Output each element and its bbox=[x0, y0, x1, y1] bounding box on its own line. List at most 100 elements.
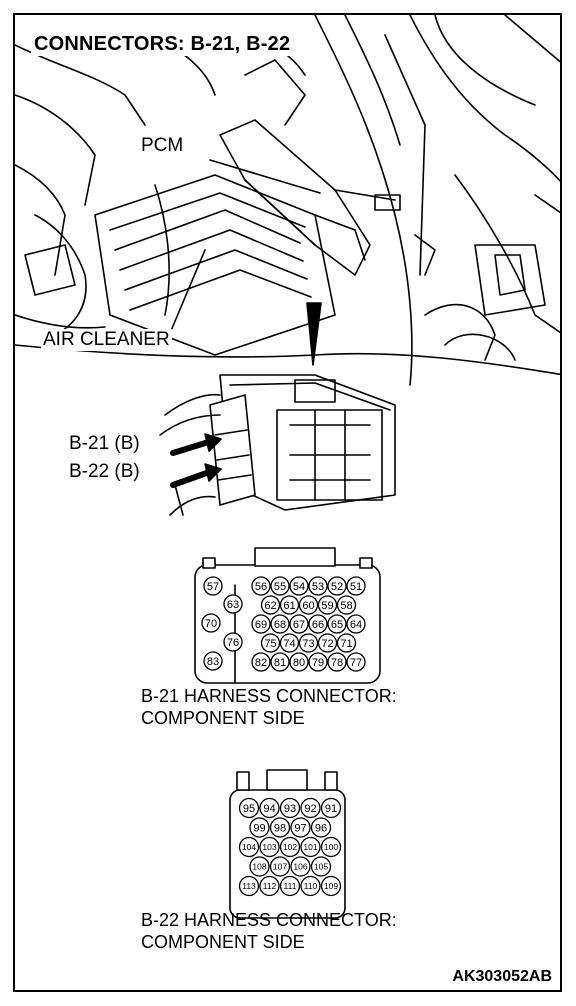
b21-pin-79-label: 79 bbox=[312, 657, 324, 669]
pcm-label: PCM bbox=[139, 135, 186, 157]
b22-pin-109-label: 109 bbox=[324, 881, 338, 891]
b22-pin-95-label: 95 bbox=[243, 803, 255, 815]
b22-pin-109-circle bbox=[320, 875, 342, 897]
b22-pin-102-circle bbox=[279, 836, 301, 858]
b22-pin-113-circle bbox=[238, 875, 260, 897]
b22-pin-110-circle bbox=[300, 875, 321, 897]
b21-pin-71-circle bbox=[336, 633, 357, 653]
b21-pin-57-circle bbox=[203, 576, 223, 596]
b22-pin-91-label: 91 bbox=[325, 803, 337, 815]
b21-pin-60-circle bbox=[298, 595, 319, 615]
b21-caption-line2: COMPONENT SIDE bbox=[141, 708, 305, 728]
b21-pin-63-label: 63 bbox=[227, 599, 239, 611]
b21-pin-76-label: 76 bbox=[227, 637, 239, 649]
b21-pin-51-circle bbox=[346, 576, 366, 596]
b21-pin-72-circle bbox=[317, 633, 338, 653]
b22-pin-99-circle bbox=[249, 817, 270, 838]
b22-pin-111-circle bbox=[279, 875, 301, 897]
b21-pin-62-label: 62 bbox=[264, 600, 276, 612]
b22-pin-100-label: 100 bbox=[324, 842, 338, 852]
b22-pin-91-circle bbox=[320, 797, 342, 819]
b21-pin-55-label: 55 bbox=[274, 581, 286, 593]
b21-pin-53-circle bbox=[308, 576, 328, 596]
b21-pin-80-label: 80 bbox=[293, 657, 305, 669]
b22-pin-97-label: 97 bbox=[294, 822, 306, 834]
b21-pin-66-circle bbox=[308, 614, 328, 634]
b21-pin-59-circle bbox=[317, 595, 338, 615]
b22-pin-101-circle bbox=[300, 836, 321, 858]
b21-pin-81-label: 81 bbox=[274, 657, 286, 669]
b21-pin-83-label: 83 bbox=[207, 656, 219, 668]
b21-pin-70-circle bbox=[201, 613, 221, 633]
b21-pin-58-circle bbox=[336, 595, 357, 615]
pcm-zoom-view bbox=[159, 374, 396, 516]
b21-pin-74-circle bbox=[279, 633, 300, 653]
b21-caption-line1: B-21 HARNESS CONNECTOR: bbox=[141, 686, 397, 706]
air-cleaner-label: AIR CLEANER bbox=[41, 329, 172, 351]
b21-pin-54-label: 54 bbox=[293, 581, 305, 593]
b21-pin-52-circle bbox=[327, 576, 347, 596]
b22-pin-93-circle bbox=[279, 797, 301, 819]
b21-pin-75-circle bbox=[260, 633, 281, 653]
b21-pin-78-circle bbox=[327, 652, 347, 672]
b22-pin-105-label: 105 bbox=[314, 861, 328, 871]
b21-pin-78-label: 78 bbox=[331, 657, 343, 669]
b22-pin-97-circle bbox=[290, 817, 311, 838]
b21-pin-69-label: 69 bbox=[255, 619, 267, 631]
b22-pin-108-circle bbox=[249, 856, 270, 877]
b22-pin-112-circle bbox=[259, 875, 280, 897]
b22-pin-106-label: 106 bbox=[293, 861, 307, 871]
b22-pin-95-circle bbox=[238, 797, 260, 819]
b21-pin-81-circle bbox=[270, 652, 290, 672]
b21-pin-55-circle bbox=[270, 576, 290, 596]
b21-pin-83-circle bbox=[203, 651, 223, 671]
b22-pin-94-circle bbox=[259, 797, 280, 819]
b22-pin-111-label: 111 bbox=[284, 881, 297, 891]
b22-pin-99-label: 99 bbox=[253, 822, 265, 834]
b22-caption-line1: B-22 HARNESS CONNECTOR: bbox=[141, 910, 397, 930]
b21-pin-53-label: 53 bbox=[312, 581, 324, 593]
b21-pin-54-circle bbox=[289, 576, 309, 596]
b21-pin-71-label: 71 bbox=[340, 638, 352, 650]
b21-pin-74-label: 74 bbox=[283, 638, 295, 650]
b21-pin-62-circle bbox=[260, 595, 281, 615]
b21-pin-60-label: 60 bbox=[302, 600, 314, 612]
b21-pin-51-label: 51 bbox=[350, 581, 362, 593]
b22-pin-101-label: 101 bbox=[303, 842, 317, 852]
b21-pin-61-label: 61 bbox=[283, 600, 295, 612]
b22-pin-103-label: 103 bbox=[262, 842, 276, 852]
b21-pin-82-label: 82 bbox=[255, 657, 267, 669]
b22-pin-100-circle bbox=[320, 836, 342, 858]
b22-pin-113-label: 113 bbox=[242, 881, 256, 891]
b21-pin-64-circle bbox=[346, 614, 366, 634]
b22-pin-104-circle bbox=[238, 836, 260, 858]
b21-pin-80-circle bbox=[289, 652, 309, 672]
b21-pin-75-label: 75 bbox=[264, 638, 276, 650]
b21-pin-67-circle bbox=[289, 614, 309, 634]
b21-pin-68-circle bbox=[270, 614, 290, 634]
b22-pin-112-label: 112 bbox=[263, 881, 277, 891]
b21-pin-68-label: 68 bbox=[274, 619, 286, 631]
b21-pin-73-circle bbox=[298, 633, 319, 653]
b21-pin-57-label: 57 bbox=[207, 581, 219, 593]
b22-pin-94-label: 94 bbox=[263, 803, 275, 815]
b21-pin-63-circle bbox=[223, 594, 243, 614]
b21-pin-67-label: 67 bbox=[293, 619, 305, 631]
b22-pin-110-label: 110 bbox=[304, 881, 318, 891]
b22-caption-line2: COMPONENT SIDE bbox=[141, 932, 305, 952]
b22-pin-103-circle bbox=[259, 836, 280, 858]
b22-pin-98-circle bbox=[269, 817, 291, 838]
b21-pin-65-label: 65 bbox=[331, 619, 343, 631]
b21-pin-70-label: 70 bbox=[205, 618, 217, 630]
b21-pin-58-label: 58 bbox=[340, 600, 352, 612]
b21-pin-56-circle bbox=[251, 576, 271, 596]
b21-pin-82-circle bbox=[251, 652, 271, 672]
b22-location-label: B-22 (B) bbox=[67, 461, 142, 483]
b22-pin-96-label: 96 bbox=[315, 822, 327, 834]
b21-pin-69-circle bbox=[251, 614, 271, 634]
b22-pin-105-circle bbox=[310, 856, 332, 877]
